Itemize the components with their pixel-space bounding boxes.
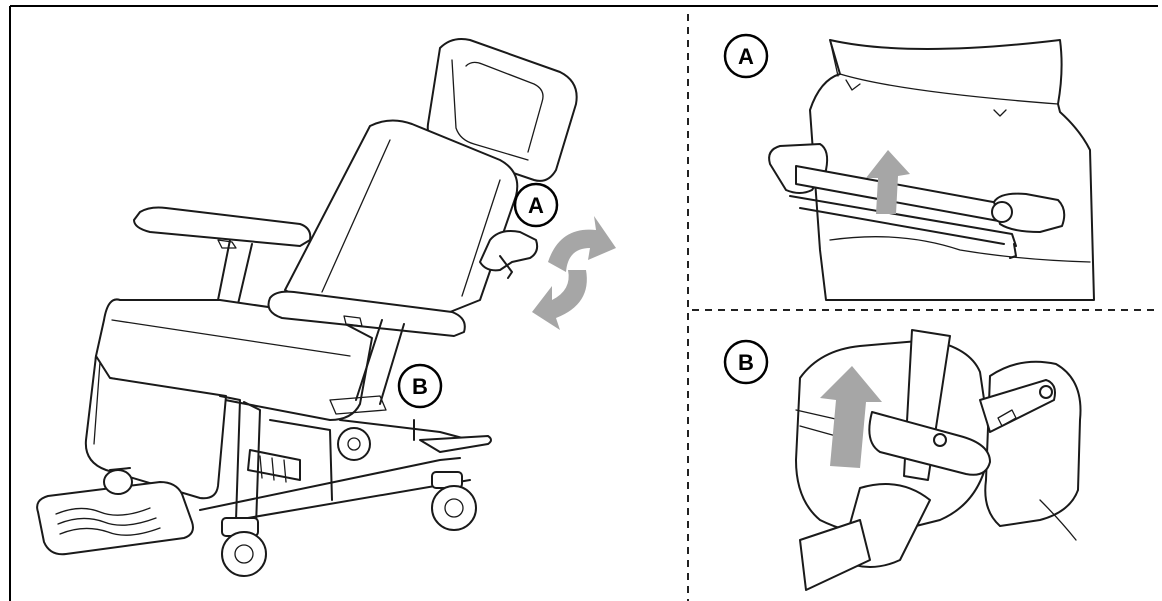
frame (9, 5, 1158, 601)
callout-a-detail: A (723, 33, 769, 79)
caster-wheels (103, 427, 477, 577)
caster-back-left (103, 469, 133, 495)
callout-b-main-label: B (412, 374, 428, 399)
caster-rear (337, 427, 371, 461)
seat-front-panel (84, 355, 227, 500)
backrest (284, 119, 519, 321)
detail-b-panel: B (723, 329, 1082, 591)
chair-base-frame (199, 395, 492, 527)
callout-a-detail-label: A (738, 44, 754, 69)
callout-b-main: B (397, 363, 443, 409)
backrest-release-bar (768, 143, 1066, 259)
right-armrest (267, 290, 466, 405)
callout-b-detail: B (723, 339, 769, 385)
callout-a-main-label: A (528, 193, 544, 218)
lift-arrow-icon (820, 366, 882, 468)
callout-a-main: A (513, 182, 559, 228)
rotate-arrow-icon (532, 216, 616, 330)
detail-a-panel: A (723, 33, 1095, 301)
callout-b-detail-label: B (738, 350, 754, 375)
backrest-lever (479, 230, 539, 279)
caster-front-left (221, 517, 267, 577)
caster-front-right (431, 471, 477, 531)
recliner-chair-illustration: A B (36, 38, 616, 577)
left-armrest (133, 206, 312, 305)
lift-arrow-icon (866, 150, 910, 214)
